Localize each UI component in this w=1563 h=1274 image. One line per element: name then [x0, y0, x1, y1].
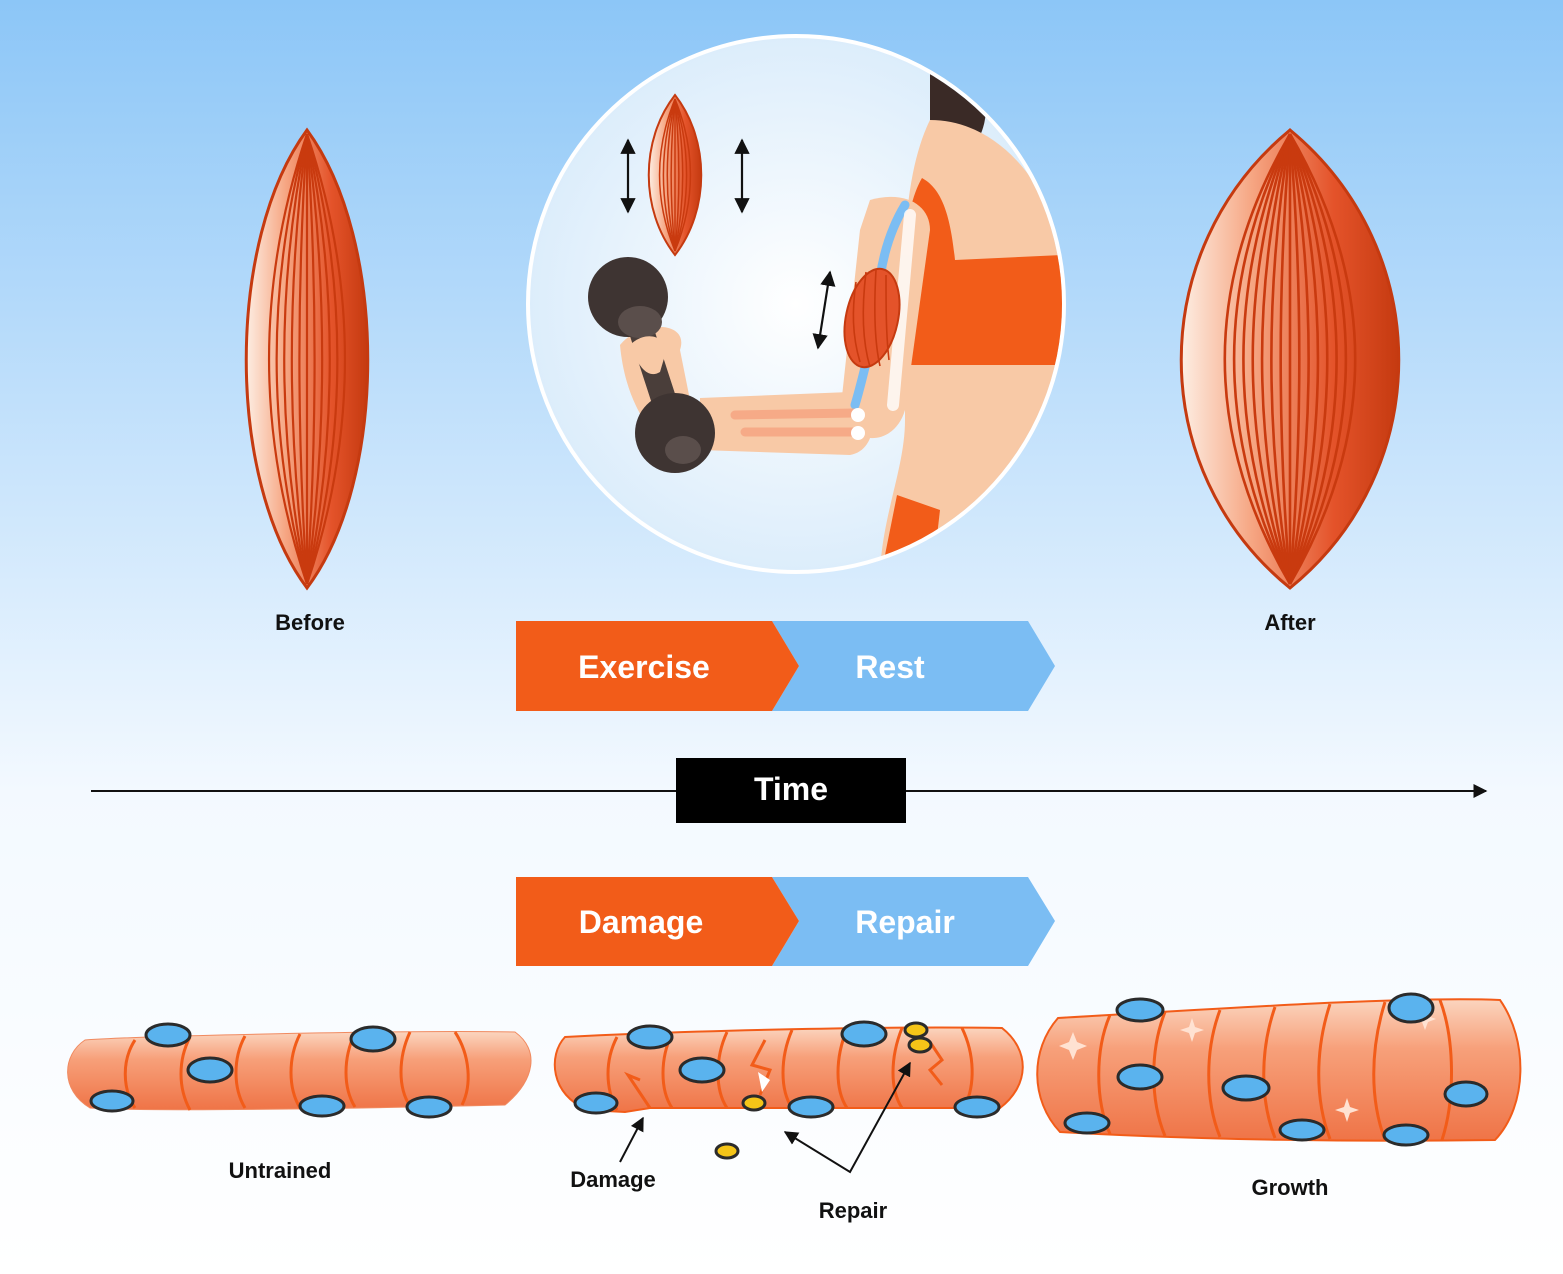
muscle-striation [1279, 133, 1292, 585]
growth-label: Growth [1252, 1175, 1329, 1200]
muscle-striation [305, 133, 347, 585]
muscle-striation [674, 98, 680, 252]
forearm [700, 392, 873, 455]
muscle-striation [1288, 133, 1357, 585]
muscle-striation [1270, 133, 1292, 585]
muscle-striation [1260, 133, 1292, 585]
muscle-striation [305, 133, 339, 585]
nucleus-group [89, 1022, 453, 1119]
muscle-striation [662, 98, 676, 252]
muscle-striation [674, 98, 684, 252]
damage-tear [927, 1041, 944, 1086]
muscle-striation [666, 98, 676, 252]
contraction-arrow-icon [812, 270, 836, 350]
muscle-striation [674, 98, 688, 252]
before-label: Before [275, 610, 345, 635]
exercise-rest-banner: Exercise Rest [516, 621, 1055, 711]
muscle-striation [283, 133, 309, 585]
muscle-striation [658, 98, 676, 252]
repair-cell-group [714, 1021, 933, 1160]
muscle-striation [275, 133, 309, 585]
repair-banner-label: Repair [855, 904, 955, 940]
muscle-striation [670, 98, 676, 252]
muscle-striation [1223, 133, 1292, 585]
grown-fiber [1036, 992, 1522, 1147]
exercise-illustration [526, 34, 1066, 574]
muscle-striation [1242, 133, 1292, 585]
muscle-striation [305, 133, 331, 585]
muscle-striation [1288, 133, 1348, 585]
muscle-striation [1288, 133, 1301, 585]
nucleus-group [1063, 992, 1489, 1147]
muscle-striation [1288, 133, 1310, 585]
muscle-striation [1232, 133, 1292, 585]
repair-pointer-label: Repair [819, 1198, 888, 1223]
time-label: Time [754, 771, 828, 807]
muscle-striation [1288, 133, 1329, 585]
before-muscle-illustration [244, 127, 370, 591]
muscle-striation [305, 133, 316, 585]
after-muscle-illustration [1179, 128, 1401, 590]
damage-repair-banner: Damage Repair [516, 877, 1055, 966]
dumbbell-icon [588, 257, 715, 473]
damage-pointer-arrow [619, 1116, 644, 1163]
untrained-label: Untrained [229, 1158, 332, 1183]
muscle-striation [305, 133, 324, 585]
time-box [676, 758, 906, 823]
muscle-striation [1288, 133, 1338, 585]
muscle-striation [298, 133, 309, 585]
sports-top [905, 178, 1062, 365]
after-label: After [1264, 610, 1316, 635]
muscle-striation [267, 133, 309, 585]
damage-tear [624, 1071, 652, 1109]
repair-pointer-arrow [783, 1061, 911, 1174]
untrained-fiber [67, 1022, 532, 1119]
damage-pointer-label: Damage [570, 1167, 656, 1192]
damage-banner-label: Damage [579, 904, 704, 940]
muscle-striation [674, 98, 692, 252]
muscle-striation [1288, 133, 1320, 585]
muscle-striation [290, 133, 309, 585]
rest-label: Rest [855, 649, 925, 685]
exercise-label: Exercise [578, 649, 710, 685]
muscle-striation [1251, 133, 1292, 585]
